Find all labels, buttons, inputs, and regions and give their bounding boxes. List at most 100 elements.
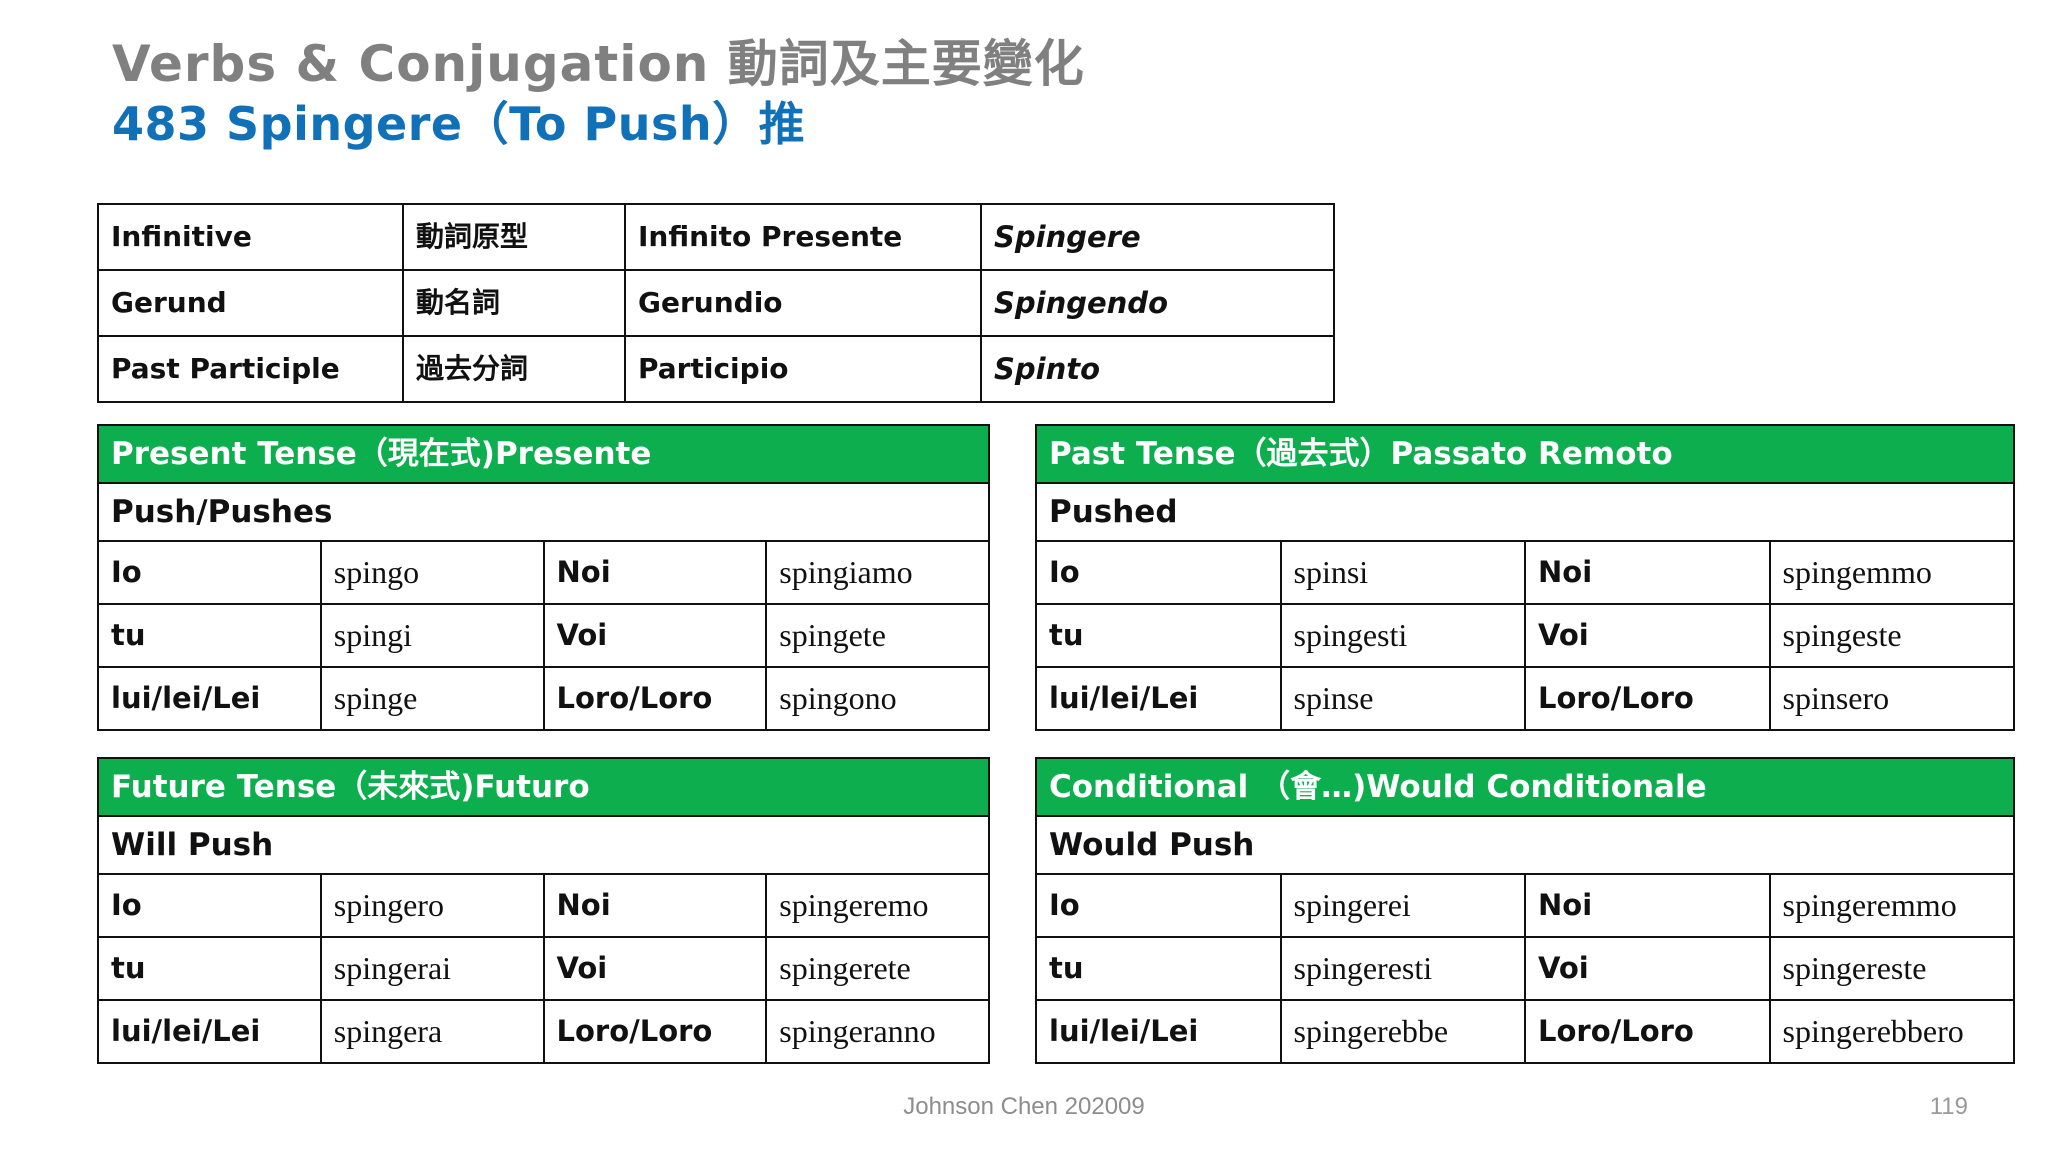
present-tense-table: Present Tense（現在式)Presente Push/Pushes I… xyxy=(97,424,990,731)
form-io: spingo xyxy=(319,540,545,605)
form-lui-lei: spingera xyxy=(319,999,545,1064)
table-meaning-row: Would Push xyxy=(1035,815,2015,875)
table-row: tu spingerai Voi spingerete xyxy=(97,936,990,1001)
pronoun-loro: Loro/Loro xyxy=(1524,666,1771,731)
table-header-row: Present Tense（現在式)Presente xyxy=(97,424,990,484)
pronoun-io: Io xyxy=(1035,540,1282,605)
pronoun-loro: Loro/Loro xyxy=(1524,999,1771,1064)
table-row: Io spingero Noi spingeremo xyxy=(97,873,990,938)
form-noi: spingeremo xyxy=(765,873,990,938)
cell-participle-italian-label: Participio xyxy=(624,335,982,403)
pronoun-noi: Noi xyxy=(1524,873,1771,938)
past-tense-table: Past Tense（過去式）Passato Remoto Pushed Io … xyxy=(1035,424,2015,731)
table-meaning-row: Push/Pushes xyxy=(97,482,990,542)
pronoun-voi: Voi xyxy=(1524,936,1771,1001)
table-row: tu spingi Voi spingete xyxy=(97,603,990,668)
pronoun-lui-lei: lui/lei/Lei xyxy=(1035,999,1282,1064)
table-row: Past Participle 過去分詞 Participio Spinto xyxy=(97,335,1335,403)
form-tu: spingeresti xyxy=(1279,936,1526,1001)
cell-infinitive-chinese: 動詞原型 xyxy=(402,203,626,271)
table-header-row: Conditional （會…)Would Conditionale xyxy=(1035,757,2015,817)
table-row: Gerund 動名詞 Gerundio Spingendo xyxy=(97,269,1335,337)
pronoun-voi: Voi xyxy=(542,936,768,1001)
form-noi: spingemmo xyxy=(1768,540,2015,605)
form-loro: spingeranno xyxy=(765,999,990,1064)
cell-infinitive-italian-label: Infinito Presente xyxy=(624,203,982,271)
page-subtitle: 483 Spingere（To Push）推 xyxy=(112,97,806,151)
form-tu: spingi xyxy=(319,603,545,668)
table-row: lui/lei/Lei spinge Loro/Loro spingono xyxy=(97,666,990,731)
cell-gerund-english: Gerund xyxy=(97,269,404,337)
pronoun-io: Io xyxy=(97,540,322,605)
pronoun-noi: Noi xyxy=(1524,540,1771,605)
pronoun-voi: Voi xyxy=(1524,603,1771,668)
table-row: tu spingesti Voi spingeste xyxy=(1035,603,2015,668)
table-row: Infinitive 動詞原型 Infinito Presente Spinge… xyxy=(97,203,1335,271)
table-row: Io spinsi Noi spingemmo xyxy=(1035,540,2015,605)
form-noi: spingiamo xyxy=(765,540,990,605)
form-voi: spingereste xyxy=(1768,936,2015,1001)
form-loro: spinsero xyxy=(1768,666,2015,731)
table-row: Io spingerei Noi spingeremmo xyxy=(1035,873,2015,938)
pronoun-io: Io xyxy=(1035,873,1282,938)
past-tense-meaning: Pushed xyxy=(1035,482,2015,542)
pronoun-loro: Loro/Loro xyxy=(542,666,768,731)
pronoun-loro: Loro/Loro xyxy=(542,999,768,1064)
form-io: spingerei xyxy=(1279,873,1526,938)
form-voi: spingerete xyxy=(765,936,990,1001)
conditional-tense-meaning: Would Push xyxy=(1035,815,2015,875)
pronoun-noi: Noi xyxy=(542,873,768,938)
pronoun-io: Io xyxy=(97,873,322,938)
table-row: Io spingo Noi spingiamo xyxy=(97,540,990,605)
pronoun-lui-lei: lui/lei/Lei xyxy=(97,666,322,731)
cell-gerund-chinese: 動名詞 xyxy=(402,269,626,337)
form-tu: spingerai xyxy=(319,936,545,1001)
table-meaning-row: Will Push xyxy=(97,815,990,875)
table-header-row: Future Tense（未來式)Futuro xyxy=(97,757,990,817)
form-loro: spingono xyxy=(765,666,990,731)
pronoun-lui-lei: lui/lei/Lei xyxy=(1035,666,1282,731)
form-lui-lei: spingerebbe xyxy=(1279,999,1526,1064)
page-number: 119 xyxy=(1929,1093,1968,1120)
table-meaning-row: Pushed xyxy=(1035,482,2015,542)
pronoun-noi: Noi xyxy=(542,540,768,605)
cell-participle-chinese: 過去分詞 xyxy=(402,335,626,403)
form-noi: spingeremmo xyxy=(1768,873,2015,938)
present-tense-title: Present Tense（現在式)Presente xyxy=(97,424,990,484)
table-row: lui/lei/Lei spinse Loro/Loro spinsero xyxy=(1035,666,2015,731)
table-row: lui/lei/Lei spingera Loro/Loro spingeran… xyxy=(97,999,990,1064)
footer-credit: Johnson Chen 202009 xyxy=(903,1093,1145,1120)
cell-gerund-italian-label: Gerundio xyxy=(624,269,982,337)
conditional-tense-table: Conditional （會…)Would Conditionale Would… xyxy=(1035,757,2015,1064)
cell-participle-english: Past Participle xyxy=(97,335,404,403)
form-voi: spingete xyxy=(765,603,990,668)
form-voi: spingeste xyxy=(1768,603,2015,668)
form-lui-lei: spinge xyxy=(319,666,545,731)
pronoun-tu: tu xyxy=(97,936,322,1001)
cell-infinitive-form: Spingere xyxy=(980,203,1335,271)
form-io: spingero xyxy=(319,873,545,938)
table-header-row: Past Tense（過去式）Passato Remoto xyxy=(1035,424,2015,484)
cell-infinitive-english: Infinitive xyxy=(97,203,404,271)
table-row: lui/lei/Lei spingerebbe Loro/Loro spinge… xyxy=(1035,999,2015,1064)
form-io: spinsi xyxy=(1279,540,1526,605)
pronoun-tu: tu xyxy=(1035,936,1282,1001)
conditional-tense-title: Conditional （會…)Would Conditionale xyxy=(1035,757,2015,817)
page-title: Verbs & Conjugation 動詞及主要變化 xyxy=(112,35,1085,93)
form-lui-lei: spinse xyxy=(1279,666,1526,731)
pronoun-lui-lei: lui/lei/Lei xyxy=(97,999,322,1064)
form-loro: spingerebbero xyxy=(1768,999,2015,1064)
future-tense-title: Future Tense（未來式)Futuro xyxy=(97,757,990,817)
future-tense-meaning: Will Push xyxy=(97,815,990,875)
slide-title-block: Verbs & Conjugation 動詞及主要變化 483 Spingere… xyxy=(112,36,1612,151)
future-tense-table: Future Tense（未來式)Futuro Will Push Io spi… xyxy=(97,757,990,1064)
cell-participle-form: Spinto xyxy=(980,335,1335,403)
pronoun-tu: tu xyxy=(97,603,322,668)
verb-forms-table: Infinitive 動詞原型 Infinito Presente Spinge… xyxy=(97,203,1335,403)
table-row: tu spingeresti Voi spingereste xyxy=(1035,936,2015,1001)
pronoun-voi: Voi xyxy=(542,603,768,668)
pronoun-tu: tu xyxy=(1035,603,1282,668)
past-tense-title: Past Tense（過去式）Passato Remoto xyxy=(1035,424,2015,484)
present-tense-meaning: Push/Pushes xyxy=(97,482,990,542)
cell-gerund-form: Spingendo xyxy=(980,269,1335,337)
